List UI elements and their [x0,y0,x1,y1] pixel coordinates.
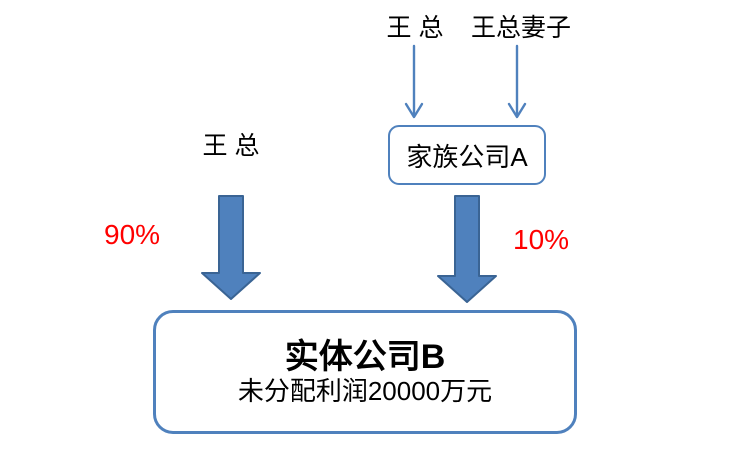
entity-company-subtitle: 未分配利润20000万元 [237,376,493,407]
connector-wang-to-family-icon [404,44,424,119]
connector-wife-to-family-icon [507,44,527,119]
entity-company-box: 实体公司B 未分配利润20000万元 [153,310,577,434]
entity-company-title: 实体公司B [284,337,446,376]
top-label-wang-wife: 王总妻子 [470,14,572,42]
family-company-label: 家族公司A [406,141,528,172]
top-label-wang: 王 总 [386,14,444,42]
thick-arrow-10-icon [437,195,497,303]
ownership-label-10: 10% [513,224,570,255]
left-label-wang: 王 总 [202,132,260,160]
thick-arrow-90-icon [201,195,261,300]
ownership-label-90: 90% [104,219,161,250]
family-company-box: 家族公司A [388,125,546,185]
